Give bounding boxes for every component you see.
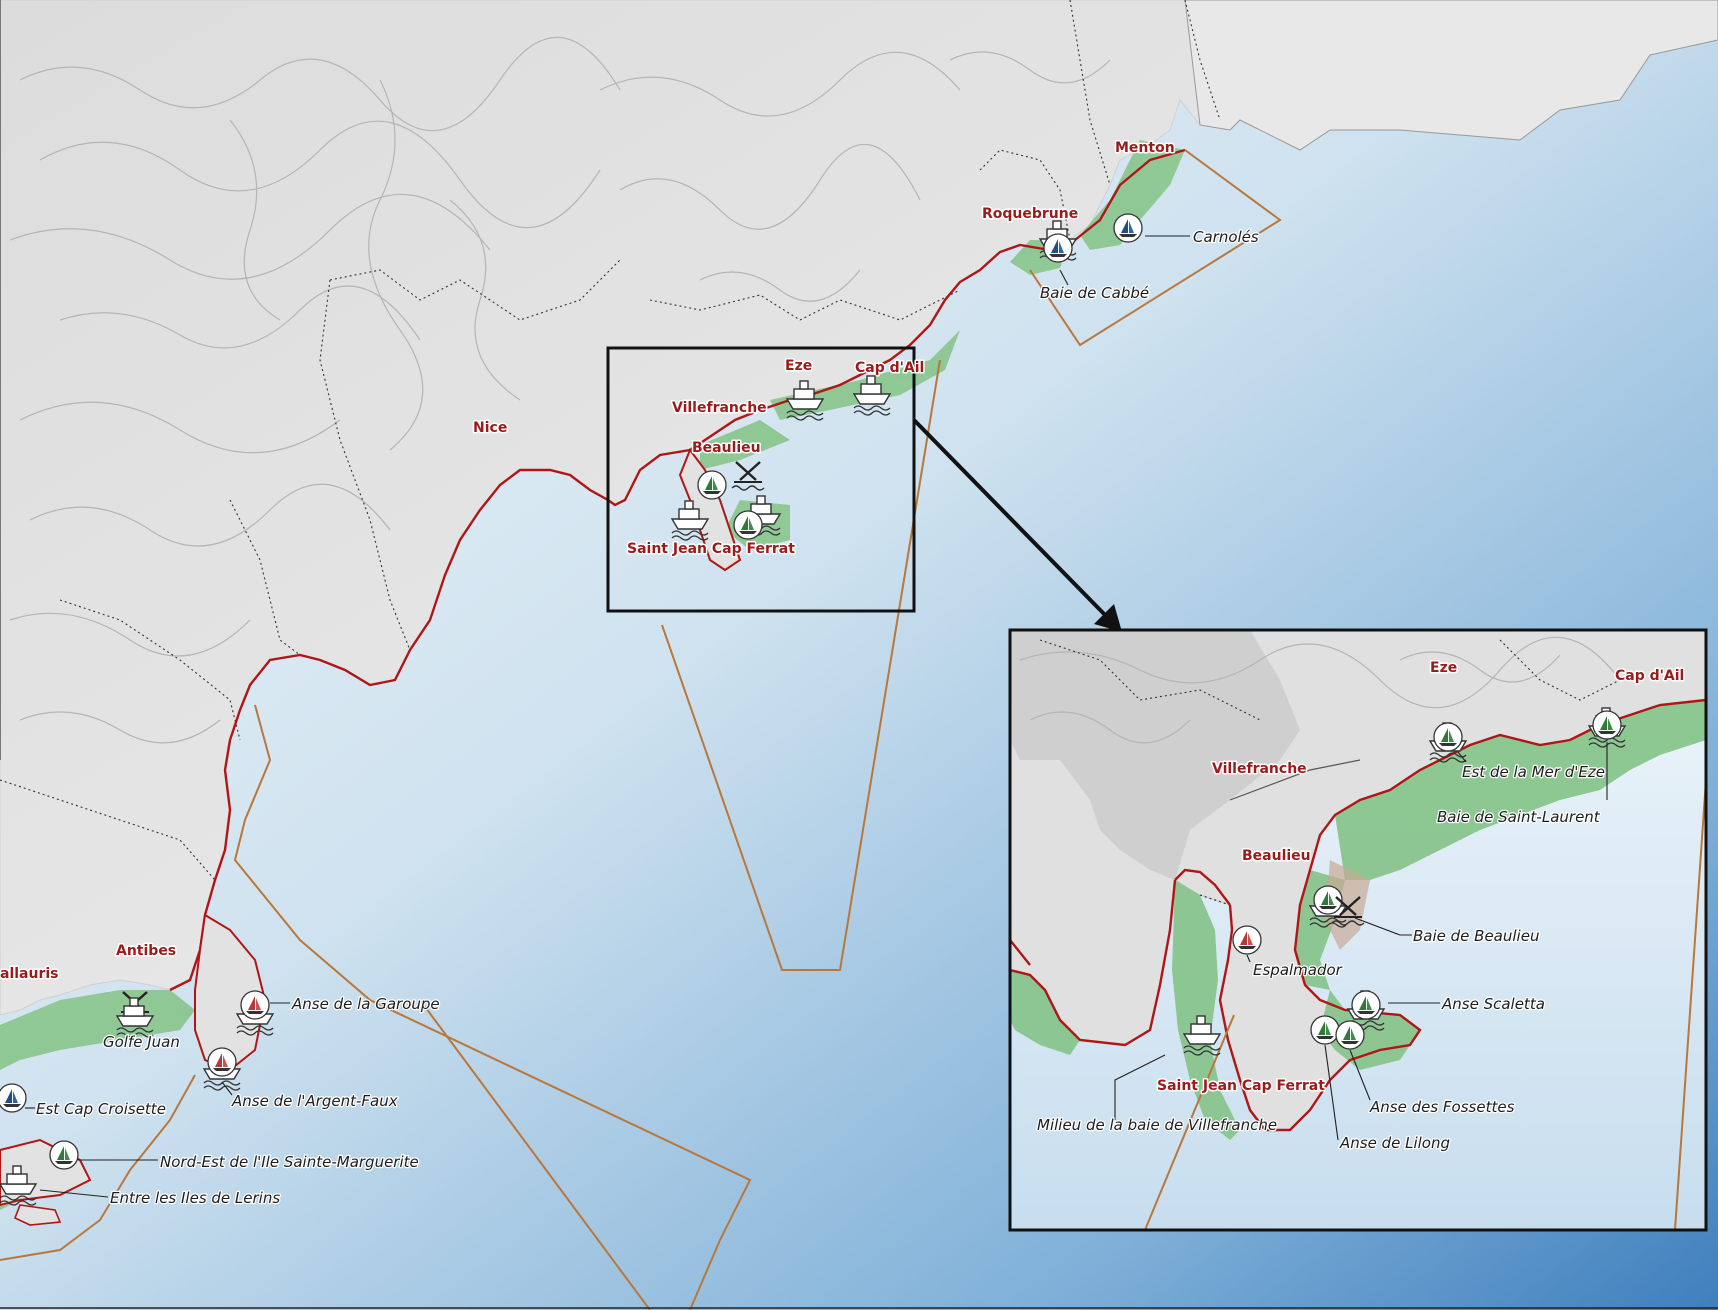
site-label-golfe-juan: Golfe Juan — [103, 1033, 180, 1051]
sailboat-icon[interactable] — [1043, 233, 1073, 263]
commune-borders — [0, 0, 1221, 881]
anchorage-zones — [0, 149, 1282, 1310]
inset-town-label-eze: Eze — [1430, 660, 1457, 676]
inset-site-label-baie-beaulieu: Baie de Beaulieu — [1413, 927, 1539, 945]
inset-site-label-milieu-villefranche: Milieu de la baie de Villefranche — [1037, 1116, 1277, 1134]
town-label-roquebrune: Roquebrune — [982, 206, 1078, 222]
town-label-antibes: Antibes — [116, 943, 176, 959]
inset-site-label-anse-fossettes: Anse des Fossettes — [1369, 1098, 1515, 1116]
inset-site-label-anse-scaletta: Anse Scaletta — [1441, 995, 1545, 1013]
inset-site-label-est-mer-eze: Est de la Mer d'Eze — [1462, 763, 1605, 781]
zoom-arrow-head — [1094, 604, 1122, 632]
inset-site-label-anse-lilong: Anse de Lilong — [1339, 1134, 1450, 1152]
inset-ridge — [1010, 630, 1300, 880]
inset-site-label-baie-saint-laurent: Baie de Saint-Laurent — [1437, 808, 1601, 826]
town-label-nice: Nice — [473, 420, 507, 436]
sailboat-icon[interactable] — [49, 1140, 79, 1170]
site-label-anse-argent-faux: Anse de l'Argent-Faux — [231, 1092, 398, 1110]
sailboat-icon[interactable] — [1592, 710, 1622, 740]
sailboat-icon[interactable] — [1310, 1015, 1340, 1045]
sailboat-icon[interactable] — [1433, 722, 1463, 752]
sailboat-icon[interactable] — [1113, 213, 1143, 243]
sailboat-icon[interactable] — [1232, 925, 1262, 955]
site-label-baie-cabbe: Baie de Cabbé — [1040, 284, 1149, 302]
inset-town-label-beaulieu: Beaulieu — [1242, 848, 1311, 864]
town-label-saint-jean: Saint Jean Cap Ferrat — [627, 541, 795, 557]
sailboat-icon[interactable] — [1351, 990, 1381, 1020]
terrain-relief — [9, 36, 1111, 744]
site-label-nord-est-marguerite: Nord-Est de l'Ile Sainte-Marguerite — [160, 1153, 419, 1171]
zoom-extent-box — [606, 346, 916, 613]
town-label-cap-dail: Cap d'Ail — [855, 360, 924, 376]
inset-town-label-villefranche: Villefranche — [1212, 761, 1307, 777]
sailboat-icon[interactable] — [0, 1083, 27, 1113]
sailboat-icon[interactable] — [697, 470, 727, 500]
inset-town-label-cap-dail: Cap d'Ail — [1615, 668, 1684, 684]
town-label-villefranche: Villefranche — [672, 400, 767, 416]
town-label-menton: Menton — [1115, 140, 1175, 156]
town-label-vallauris: allauris — [0, 966, 59, 982]
site-label-est-cap-croisette: Est Cap Croisette — [36, 1100, 166, 1118]
ile-saint-honorat — [13, 1204, 62, 1226]
inset-town-label-saint-jean: Saint Jean Cap Ferrat — [1157, 1078, 1325, 1094]
sailboat-icon[interactable] — [1335, 1020, 1365, 1050]
zoom-arrow — [912, 418, 1112, 622]
inset-seagrass — [1335, 700, 1706, 880]
site-label-carnoles: Carnolés — [1193, 228, 1259, 246]
town-label-eze: Eze — [785, 358, 812, 374]
sailboat-icon[interactable] — [207, 1047, 237, 1077]
inset-map: Eze Cap d'Ail Villefranche Beaulieu Sain… — [1008, 628, 1708, 1232]
inset-site-label-espalmador: Espalmador — [1253, 961, 1343, 979]
neighbor-country — [1184, 0, 1718, 151]
inset-coastline — [1218, 698, 1706, 1132]
sailboat-icon[interactable] — [733, 510, 763, 540]
site-label-entre-iles-lerins: Entre les Iles de Lerins — [110, 1189, 280, 1207]
sailboat-icon[interactable] — [240, 990, 270, 1020]
coastline — [169, 148, 1186, 992]
site-label-anse-garoupe: Anse de la Garoupe — [291, 995, 440, 1013]
town-label-beaulieu: Beaulieu — [692, 440, 761, 456]
